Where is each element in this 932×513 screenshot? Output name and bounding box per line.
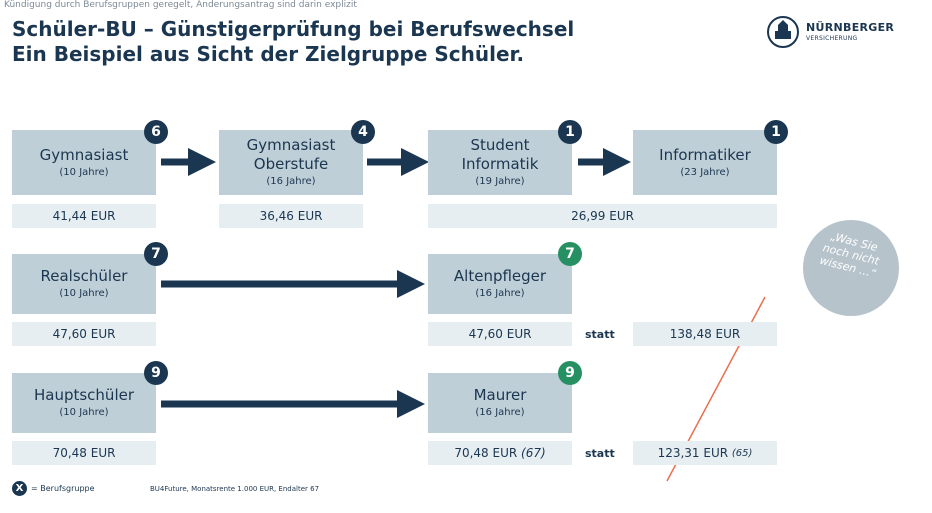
group-badge-green: 9 (558, 361, 582, 385)
stage-years: (16 Jahre) (475, 407, 525, 418)
callout-circle (803, 220, 899, 316)
stage-years: (10 Jahre) (59, 166, 109, 178)
title-line-1: Schüler-BU – Günstigerprüfung bei Berufs… (12, 17, 575, 41)
group-badge: 1 (764, 120, 788, 144)
stage-name: Gymnasiast Oberstufe (246, 136, 336, 173)
statt-label: statt (585, 328, 615, 341)
stage-name: Altenpfleger (453, 267, 547, 285)
title-line-2: Ein Beispiel aus Sicht der Zielgruppe Sc… (12, 42, 525, 66)
legend-symbol: X (12, 481, 27, 496)
price-cell: 70,48 EUR (12, 441, 156, 465)
price-age: (67) (521, 446, 546, 460)
statt-label: statt (585, 447, 615, 460)
group-badge: 6 (144, 120, 168, 144)
stage-years: (16 Jahre) (266, 176, 316, 187)
price-cell-target: 70,48 EUR (67) (428, 441, 572, 465)
stage-maurer: Maurer (16 Jahre) (428, 373, 572, 433)
stage-name: Gymnasiast (39, 145, 129, 164)
price-value: 123,31 EUR (657, 446, 729, 460)
group-badge: 4 (351, 120, 375, 144)
group-badge: 1 (558, 120, 582, 144)
stage-years: (16 Jahre) (475, 288, 525, 299)
group-badge: 9 (144, 361, 168, 385)
stage-name: Student Informatik (461, 136, 539, 173)
stage-hauptschueler: Hauptschüler (10 Jahre) (12, 373, 156, 433)
price-cell: 47,60 EUR (428, 322, 572, 346)
legend-text: = Berufsgruppe (31, 484, 95, 493)
logo-brand: NÜRNBERGER (806, 21, 895, 34)
stage-realschueler: Realschüler (10 Jahre) (12, 254, 156, 314)
footnote: BU4Future, Monatsrente 1.000 EUR, Endalt… (150, 485, 320, 493)
stage-name: Informatiker (659, 145, 751, 164)
price-cell: 26,99 EUR (428, 204, 777, 228)
stage-name: Realschüler (40, 267, 128, 285)
stage-gymnasiast-oberstufe: Gymnasiast Oberstufe (16 Jahre) (219, 130, 363, 195)
price-cell: 36,46 EUR (219, 204, 363, 228)
price-age: (65) (731, 447, 753, 459)
stage-name: Hauptschüler (33, 386, 135, 404)
stage-altenpfleger: Altenpfleger (16 Jahre) (428, 254, 572, 314)
statt-price: 138,48 EUR (633, 322, 777, 346)
nuernberger-logo-icon (767, 16, 799, 48)
group-badge: 7 (144, 242, 168, 266)
stage-name: Maurer (473, 386, 527, 404)
stage-student-informatik: Student Informatik (19 Jahre) (428, 130, 572, 195)
stage-years: (23 Jahre) (680, 166, 730, 178)
stage-informatiker: Informatiker (23 Jahre) (633, 130, 777, 195)
page-title: Schüler-BU – Günstigerprüfung bei Berufs… (12, 17, 574, 67)
logo-sub: VERSICHERUNG (806, 35, 858, 42)
stage-years: (10 Jahre) (59, 407, 109, 418)
stage-gymnasiast: Gymnasiast (10 Jahre) (12, 130, 156, 195)
statt-price: 123,31 EUR (65) (633, 441, 777, 465)
group-badge-green: 7 (558, 242, 582, 266)
price-cell: 47,60 EUR (12, 322, 156, 346)
price-value: 70,48 EUR (454, 446, 518, 460)
top-note: Kündigung durch Berufsgruppen geregelt, … (4, 0, 357, 10)
stage-years: (10 Jahre) (59, 288, 109, 299)
stage-years: (19 Jahre) (475, 176, 525, 187)
price-cell: 41,44 EUR (12, 204, 156, 228)
